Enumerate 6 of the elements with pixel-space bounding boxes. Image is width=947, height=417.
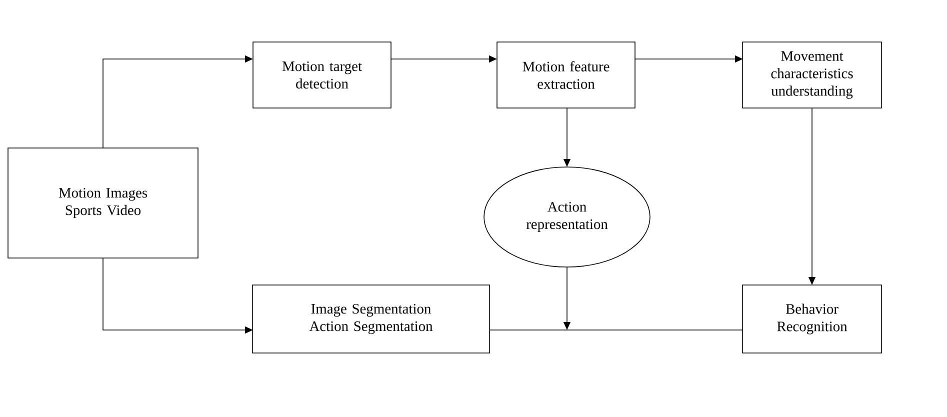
process-box: Behavior Recognition	[742, 284, 882, 354]
process-box: Motion feature extraction	[496, 42, 636, 108]
process-box: Motion Images Sports Video	[8, 148, 198, 258]
process-box: Image Segmentation Action Segmentation	[252, 284, 490, 354]
process-box: Movement characteristics understanding	[742, 42, 882, 108]
process-box: Motion target detection	[252, 42, 392, 108]
